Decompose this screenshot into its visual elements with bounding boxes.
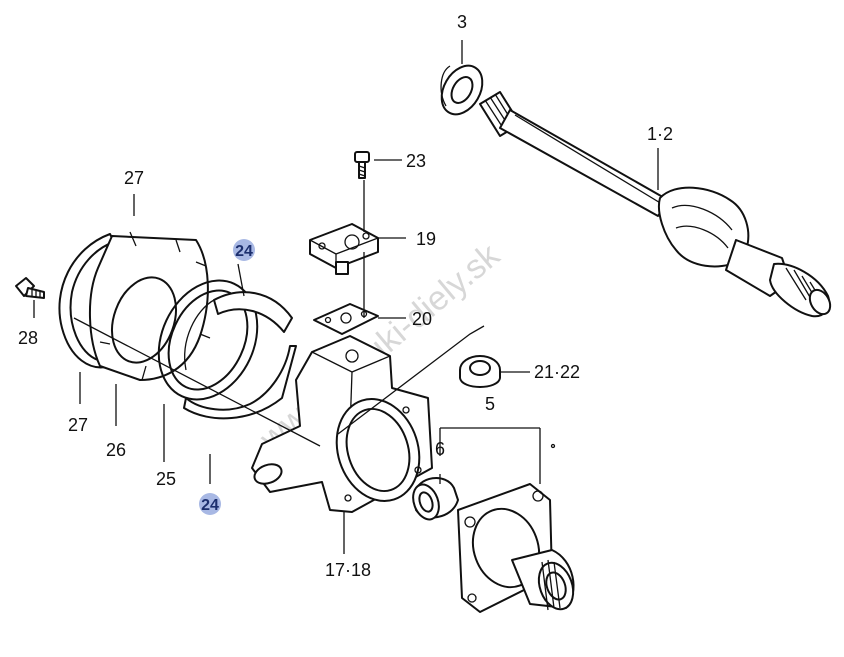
reference-dot (550, 443, 556, 449)
shim-20-part[interactable] (313, 303, 379, 335)
seal-plate-24-top-part[interactable] (184, 291, 293, 371)
callout-17-18[interactable]: 17·18 (325, 560, 371, 580)
steering-knuckle-part[interactable] (251, 335, 433, 513)
highlight-marker-24-top (233, 239, 255, 261)
callout-24-bottom[interactable]: 24 (201, 497, 219, 514)
callout-24-top[interactable]: 24 (235, 243, 253, 260)
callout-27-bottom[interactable]: 27 (68, 415, 88, 435)
bolt-28-part[interactable] (15, 277, 45, 299)
callout-3[interactable]: 3 (457, 12, 467, 32)
callout-28[interactable]: 28 (18, 328, 38, 348)
callout-27-top[interactable]: 27 (124, 168, 144, 188)
callout-23[interactable]: 23 (406, 151, 426, 171)
oil-seal-part[interactable] (433, 58, 490, 121)
assembly-axis-line (73, 317, 485, 447)
callout-26[interactable]: 26 (106, 440, 126, 460)
callout-5[interactable]: 5 (485, 394, 495, 414)
callout-21-22[interactable]: 21·22 (534, 362, 580, 382)
callout-1-2[interactable]: 1·2 (647, 124, 673, 144)
drive-shaft-part[interactable] (479, 91, 834, 318)
callout-19[interactable]: 19 (416, 229, 436, 249)
highlight-marker-24-bottom (199, 493, 221, 515)
seal-plate-24-bottom-part[interactable] (183, 345, 297, 420)
spindle-5-part[interactable] (457, 483, 579, 614)
callout-6[interactable]: 6 (435, 439, 445, 459)
callout-20[interactable]: 20 (412, 309, 432, 329)
bolt-23-part[interactable] (354, 151, 370, 179)
bushing-6-part[interactable] (409, 476, 459, 523)
leader-lines (33, 40, 659, 554)
bearing-21-22-part[interactable] (459, 355, 501, 388)
callout-labels: 3 1·2 23 19 20 21·22 5 6 17·18 27 27 28 … (18, 12, 673, 580)
kingpin-19-part[interactable] (309, 223, 379, 275)
callout-25[interactable]: 25 (156, 469, 176, 489)
